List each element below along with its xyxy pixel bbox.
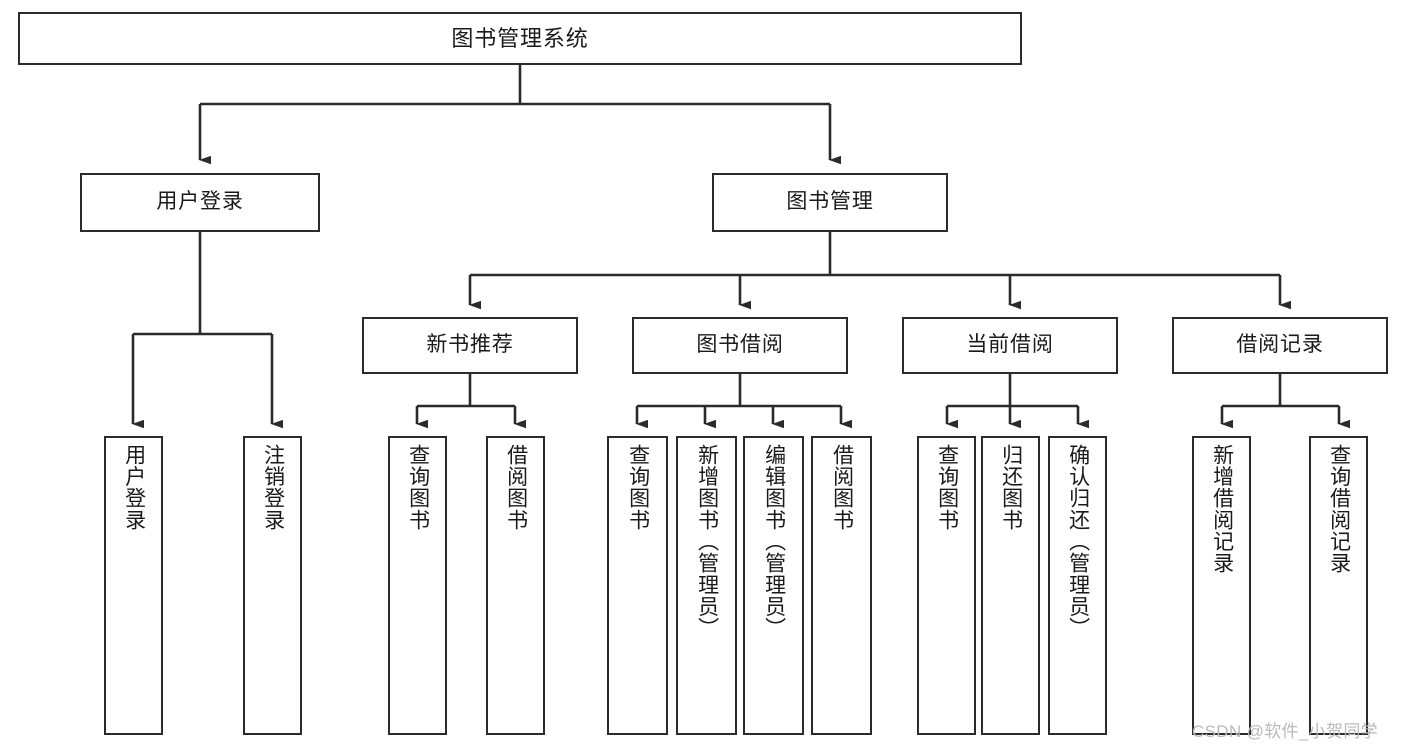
node-label: 注销登录 (261, 444, 285, 531)
node-label: 查询图书 (626, 444, 650, 531)
node-label: 用户登录 (122, 444, 146, 531)
node-label: 新增借阅记录 (1210, 444, 1234, 574)
node-label: 编辑图书（管理员） (762, 444, 786, 639)
node-label: 用户登录 (156, 190, 244, 214)
leaf-edit-book-admin[interactable]: 编辑图书（管理员） (743, 436, 804, 735)
node-label: 查询图书 (935, 444, 959, 531)
node-current-borrow[interactable]: 当前借阅 (902, 317, 1118, 374)
leaf-borrow-book[interactable]: 借阅图书 (811, 436, 872, 735)
node-label: 查询借阅记录 (1327, 444, 1351, 574)
node-label: 借阅图书 (504, 444, 528, 531)
node-label: 新书推荐 (426, 333, 514, 357)
leaf-add-book-admin[interactable]: 新增图书（管理员） (676, 436, 737, 735)
node-label: 确认归还（管理员） (1066, 444, 1090, 639)
leaf-query-book-borrow[interactable]: 查询图书 (607, 436, 668, 735)
leaf-query-book-current[interactable]: 查询图书 (917, 436, 976, 735)
node-book-management[interactable]: 图书管理 (712, 173, 948, 232)
leaf-confirm-return-admin[interactable]: 确认归还（管理员） (1048, 436, 1107, 735)
node-label: 新增图书（管理员） (695, 444, 719, 639)
leaf-return-book[interactable]: 归还图书 (981, 436, 1040, 735)
node-new-book-recommend[interactable]: 新书推荐 (362, 317, 578, 374)
node-book-borrow[interactable]: 图书借阅 (632, 317, 848, 374)
node-label: 图书借阅 (696, 333, 784, 357)
watermark-text: CSDN @软件_小贺同学 (1192, 722, 1379, 741)
node-user-login[interactable]: 用户登录 (80, 173, 320, 232)
node-label: 当前借阅 (966, 333, 1054, 357)
node-label: 归还图书 (999, 444, 1023, 531)
leaf-add-borrow-record[interactable]: 新增借阅记录 (1192, 436, 1251, 735)
leaf-query-borrow-record[interactable]: 查询借阅记录 (1309, 436, 1368, 735)
leaf-user-login[interactable]: 用户登录 (104, 436, 163, 735)
leaf-query-book-recommend[interactable]: 查询图书 (388, 436, 447, 735)
node-label: 查询图书 (406, 444, 430, 531)
node-label: 图书管理系统 (451, 25, 589, 51)
node-root-system[interactable]: 图书管理系统 (18, 12, 1022, 65)
leaf-borrow-book-recommend[interactable]: 借阅图书 (486, 436, 545, 735)
node-label: 借阅图书 (830, 444, 854, 531)
leaf-logout[interactable]: 注销登录 (243, 436, 302, 735)
node-borrow-record[interactable]: 借阅记录 (1172, 317, 1388, 374)
node-label: 图书管理 (786, 190, 874, 214)
node-label: 借阅记录 (1236, 333, 1324, 357)
